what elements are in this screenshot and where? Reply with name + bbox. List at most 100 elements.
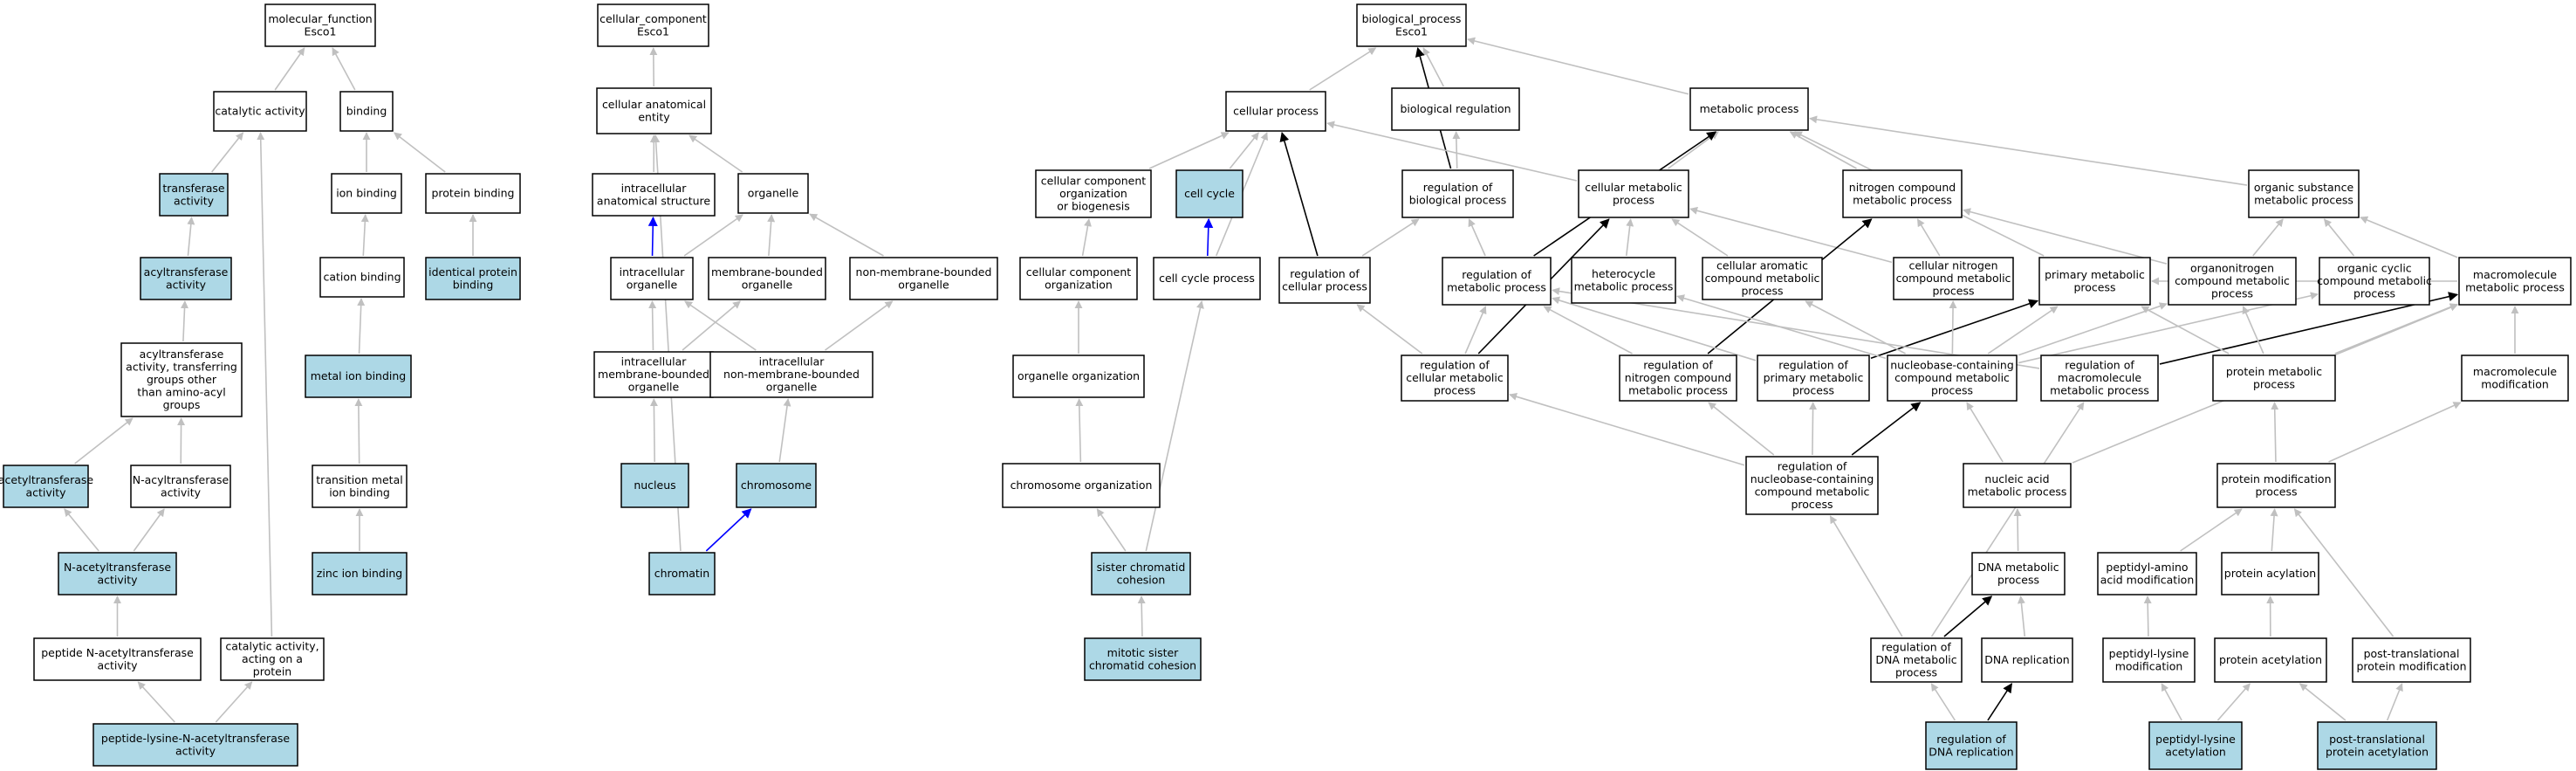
term-label-line: process [1932,285,1974,298]
edge-is_a-metabolic-to-bp_root [1467,37,1689,95]
term-node-cellular-process[interactable]: cellular process [1225,91,1326,132]
term-node-reg-nucleobase[interactable]: regulation ofnucleobase-containingcompou… [1745,456,1879,515]
term-node-protein-binding[interactable]: protein binding [425,173,521,214]
edge-is_a-chromosome_org-to-organelle_org [1075,398,1084,463]
term-label-line: metabolic process [1700,102,1799,115]
term-box [1925,721,2018,770]
term-node-chromosome-org[interactable]: chromosome organization [1002,463,1161,508]
term-node-protein-acyl[interactable]: protein acylation [2221,552,2319,595]
term-node-cell-cycle-proc[interactable]: cell cycle process [1153,257,1261,300]
term-node-cation-binding[interactable]: cation binding [319,257,405,298]
term-node-chromosome[interactable]: chromosome [736,463,817,508]
term-label-line: chromosome [741,478,812,492]
term-node-metal-ion[interactable]: metal ion binding [305,355,412,398]
term-box [213,91,307,132]
edge-is_a-protein_metab-to-primary_metab [2141,306,2230,355]
term-node-ion-binding[interactable]: ion binding [331,173,402,214]
term-node-metabolic[interactable]: metabolic process [1689,87,1809,131]
term-label-line: N-acyltransferase [133,473,230,486]
term-node-intra-nmb-org[interactable]: intracellularnon-membrane-boundedorganel… [709,351,874,398]
term-box [339,91,394,132]
term-node-organelle-org[interactable]: organelle organization [1012,355,1145,398]
term-node-nucleus[interactable]: nucleus [620,463,689,508]
term-node-organelle[interactable]: organelle [737,173,809,214]
term-box [1745,456,1879,515]
edge-is_a-protein_binding-to-binding [394,132,446,173]
term-node-cell-cycle[interactable]: cell cycle [1175,169,1243,218]
term-label-line: organelle organization [1017,369,1140,382]
term-box [1971,552,2066,595]
term-node-binding[interactable]: binding [339,91,394,132]
term-label-line: compound metabolic [1894,371,2010,384]
term-node-pep-lys-nacetyl[interactable]: peptide-lysine-N-acetyltransferaseactivi… [92,723,298,767]
term-label-line: chromatin [654,567,709,580]
term-node-zinc-ion[interactable]: zinc ion binding [312,552,408,595]
term-box [425,173,521,214]
term-node-dna-rep[interactable]: DNA replication [1981,637,2073,683]
term-label-line: process [1741,285,1783,298]
term-label-line: groups other [147,373,217,386]
term-node-bio-reg[interactable]: biological regulation [1391,87,1520,131]
term-node-chromatin[interactable]: chromatin [648,552,716,595]
edge-is_a-reg_bio-to-bio_reg [1452,131,1461,169]
term-box [58,552,177,595]
term-node-catalytic[interactable]: catalytic activity [213,91,307,132]
term-node-protein-acet[interactable]: protein acetylation [2214,637,2327,683]
edge-is_a-dna_rep-to-dna_metab [2017,595,2026,637]
